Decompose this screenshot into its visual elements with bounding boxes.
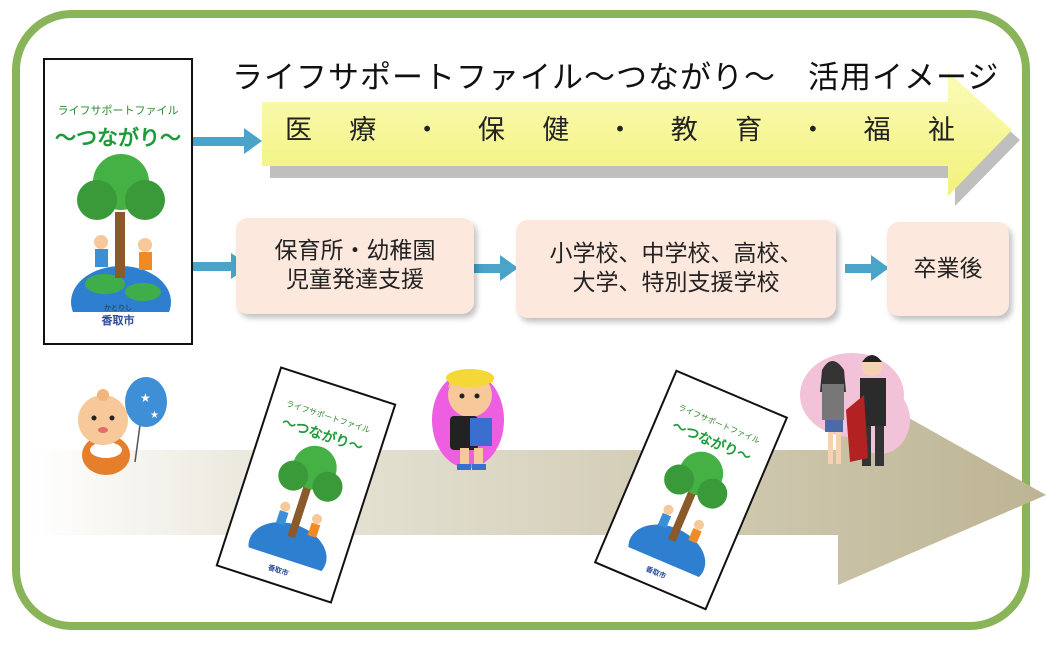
mini-file-cover: ライフサポートファイル ～つながり～ 香取市 xyxy=(593,369,789,611)
big-arrow-char: 育 xyxy=(735,115,763,146)
graduates-couple-icon xyxy=(800,353,910,466)
big-arrow-char: 祉 xyxy=(927,115,955,146)
big-arrow-char: 療 xyxy=(349,115,377,146)
cover-subtitle: ライフサポートファイル xyxy=(57,104,179,117)
baby-with-balloon-icon: ★ ★ xyxy=(78,377,167,475)
big-arrow-char: ・ xyxy=(413,115,441,146)
cover-title: ～つながり～ xyxy=(55,126,181,150)
big-arrow-char: 教 xyxy=(670,115,698,146)
big-arrow-char: 健 xyxy=(542,115,570,146)
page-title: ライフサポートファイル～つながり～ 活用イメージ xyxy=(232,60,1000,96)
stage-label: 卒業後 xyxy=(913,255,983,282)
big-arrow-char: ・ xyxy=(606,115,634,146)
cover-city: 香取市 xyxy=(101,314,135,327)
stage-label: 保育所・幼稚園 xyxy=(274,238,436,265)
cover-city-kana: かとりし xyxy=(104,304,132,312)
mini-file-cover: ライフサポートファイル ～つながり～ 香取市 xyxy=(215,366,397,604)
stage-box-after-graduation: 卒業後 xyxy=(887,222,1009,316)
tree-and-globe-icon xyxy=(71,154,171,312)
svg-text:★: ★ xyxy=(150,410,159,421)
stage-box-school: 小学校、中学校、高校、 大学、特別支援学校 xyxy=(516,220,836,318)
big-arrow-char: 福 xyxy=(863,115,891,146)
big-arrow xyxy=(262,72,1012,196)
flow-arrow-4 xyxy=(845,255,889,281)
stage-label: 児童発達支援 xyxy=(286,267,424,293)
flow-arrow-1 xyxy=(188,128,262,154)
schoolchild-with-randoseru-icon xyxy=(432,369,504,470)
stage-box-preschool: 保育所・幼稚園 児童発達支援 xyxy=(236,218,474,314)
file-cover: ライフサポートファイル ～つながり～ かとりし 香取市 xyxy=(43,58,193,345)
big-arrow-char: 医 xyxy=(285,115,312,146)
big-arrow-char: ・ xyxy=(799,115,827,146)
flow-arrow-3 xyxy=(472,255,518,281)
stage-label: 小学校、中学校、高校、 xyxy=(549,241,803,268)
big-arrow-label: 医 療 ・ 保 健 ・ 教 育 ・ 福 祉 xyxy=(285,108,955,147)
big-arrow-char: 保 xyxy=(477,115,505,146)
stage-label: 大学、特別支援学校 xyxy=(572,270,780,296)
svg-text:★: ★ xyxy=(140,391,151,405)
